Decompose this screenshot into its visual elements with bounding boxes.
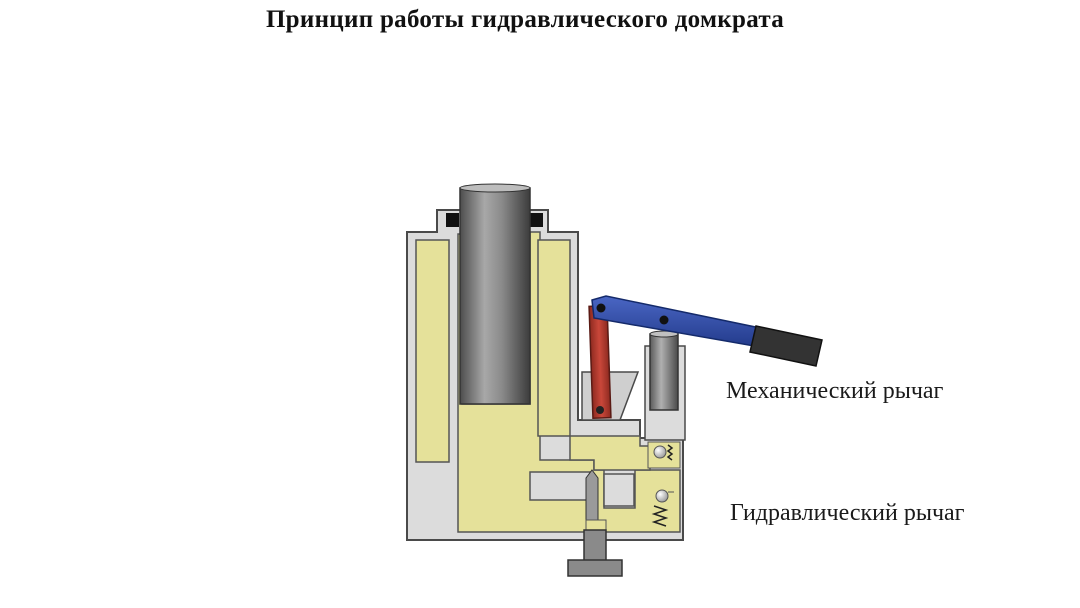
mechanical-lever: [591, 295, 771, 349]
pump-channel: [569, 435, 651, 471]
hydraulic-lever-label: Гидравлический рычаг: [730, 500, 965, 526]
seal-right: [530, 213, 543, 227]
oil-reservoir-left: [415, 239, 450, 463]
check-valve-bottom: [651, 489, 674, 527]
seal-left: [446, 213, 459, 227]
diagram-title: Принцип работы гидравлического домкрата: [265, 6, 785, 33]
inner-gray-block: [529, 471, 591, 501]
mechanical-lever-label: Механический рычаг: [726, 378, 944, 404]
release-valve: [567, 469, 623, 577]
main-piston: [459, 183, 531, 405]
pump-piston: [649, 330, 679, 411]
oil-reservoir-right: [537, 239, 571, 437]
check-valve-top: [647, 441, 681, 469]
valve-block: [603, 473, 635, 507]
lever-handle: [749, 325, 823, 367]
connecting-link: [588, 304, 612, 420]
